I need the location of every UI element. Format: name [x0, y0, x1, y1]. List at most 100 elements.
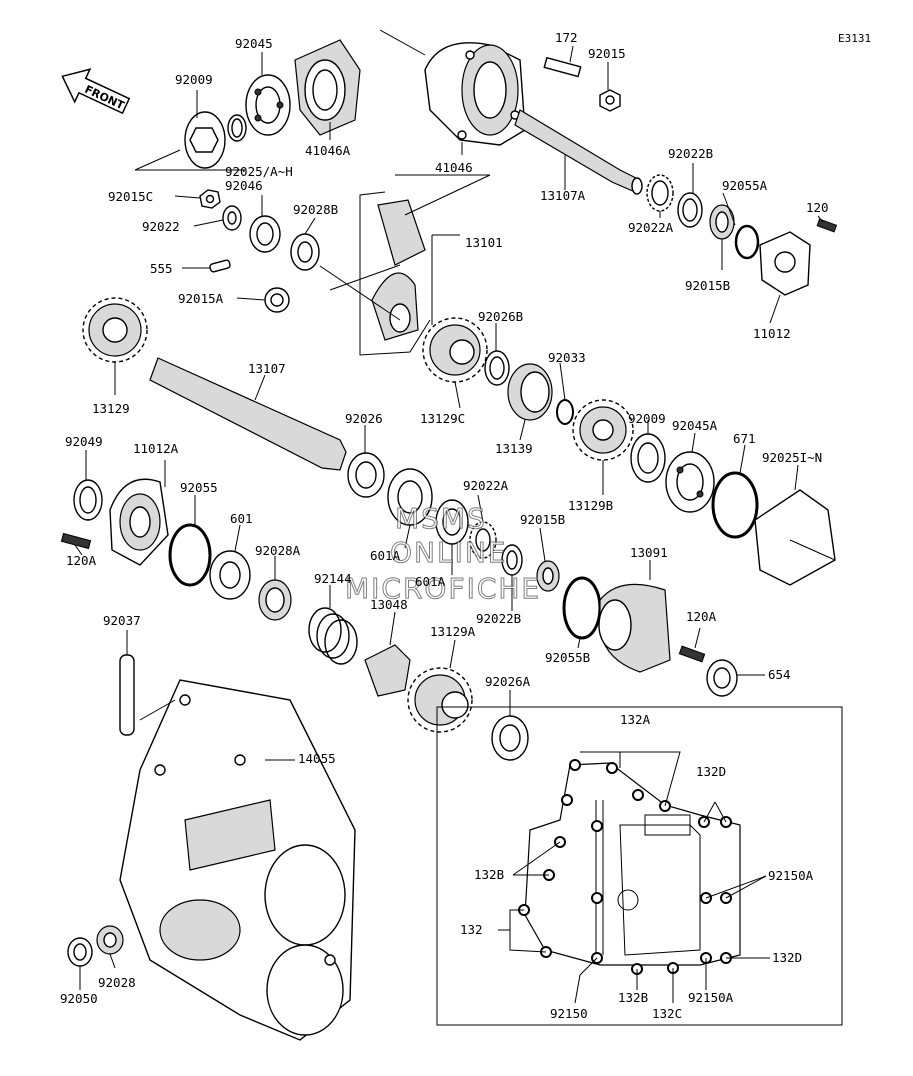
front-arrow-icon: FRONT [61, 68, 131, 115]
label-92026: 92026 [345, 411, 383, 426]
bearing-601A-b [435, 499, 469, 545]
housing-41046 [424, 42, 526, 146]
label-132Db: 132D [772, 950, 802, 965]
label-92045: 92045 [235, 36, 273, 51]
nut-92015 [599, 89, 621, 112]
shifter-13048 [364, 644, 411, 697]
label-92055B: 92055B [545, 650, 590, 665]
label-92150A: 92150A [768, 868, 814, 883]
label-92150: 92150 [550, 1006, 588, 1021]
circlip-92033 [556, 399, 574, 425]
collar-92028A [258, 579, 292, 621]
label-601A: 601A [370, 548, 401, 563]
label-13107: 13107 [248, 361, 286, 376]
bolt-120A-b [678, 645, 706, 663]
o-ring-92055 [168, 523, 212, 587]
label-132B: 132B [474, 867, 504, 882]
nut-92015C [199, 189, 221, 209]
cover-11012A [109, 478, 169, 566]
gear-13129A [407, 667, 473, 733]
label-92050: 92050 [60, 991, 98, 1006]
ring-gear-92022A [646, 174, 674, 212]
label-92055: 92055 [180, 480, 218, 495]
label-13129: 13129 [92, 401, 130, 416]
label-172: 172 [555, 30, 578, 45]
label-132C: 132C [652, 1006, 682, 1021]
gasket-92025IN [754, 489, 836, 586]
shaft-13107A [514, 109, 643, 195]
o-ring-92055A [734, 224, 760, 260]
washer-92026B [484, 350, 510, 386]
bearing-92026 [347, 452, 385, 498]
gear-13129 [82, 297, 148, 363]
label-120A: 120A [66, 553, 97, 568]
circlip-92025 [227, 114, 247, 142]
housing-41046A [294, 39, 361, 136]
inset-box [436, 706, 843, 1026]
label-92037: 92037 [103, 613, 141, 628]
part-labels: 172 92015 92045 92009 41046A 41046 92025… [60, 30, 829, 1021]
bearing-92045A [665, 451, 715, 513]
label-601: 601 [230, 511, 253, 526]
label-132D: 132D [696, 764, 726, 779]
label-92015Bb: 92015B [520, 512, 565, 527]
label-13139: 13139 [495, 441, 533, 456]
pin-555 [209, 259, 231, 273]
ring-gear-92022A-b [469, 521, 497, 559]
label-92022B: 92022B [668, 146, 713, 161]
label-13048: 13048 [370, 597, 408, 612]
label-654: 654 [768, 667, 791, 682]
bolt-pattern-inset [498, 751, 770, 1004]
label-92025IN: 92025I~N [762, 450, 822, 465]
bolt-120A [60, 532, 92, 550]
label-92045A: 92045A [672, 418, 718, 433]
label-41046A: 41046A [305, 143, 351, 158]
stud-172 [543, 56, 582, 78]
label-13129C: 13129C [420, 411, 465, 426]
gear-13129C [422, 317, 488, 383]
pin-92037 [119, 654, 135, 736]
label-92028: 92028 [98, 975, 136, 990]
label-92144: 92144 [314, 571, 352, 586]
label-132Bb: 132B [618, 990, 648, 1005]
washer-92022B-b [501, 544, 523, 576]
label-13091: 13091 [630, 545, 668, 560]
label-13129A: 13129A [430, 624, 476, 639]
o-ring-671 [711, 471, 759, 539]
label-13101: 13101 [465, 235, 503, 250]
label-120Ab: 120A [686, 609, 717, 624]
label-92015A: 92015A [178, 291, 224, 306]
shaft-13107 [149, 357, 347, 471]
label-92022: 92022 [142, 219, 180, 234]
label-92009: 92009 [175, 72, 213, 87]
seal-92049 [73, 479, 103, 521]
label-14055: 14055 [298, 751, 336, 766]
label-11012: 11012 [753, 326, 791, 341]
seal-92050 [67, 937, 93, 967]
label-120: 120 [806, 200, 829, 215]
label-92028A: 92028A [255, 543, 301, 558]
seal-92009 [184, 111, 226, 169]
label-92022Ab: 92022A [463, 478, 509, 493]
label-671: 671 [733, 431, 756, 446]
washer-92022 [222, 205, 242, 231]
cover-11012 [759, 231, 811, 296]
seal-92009-b [630, 433, 666, 483]
bearing-92026A [491, 715, 529, 761]
label-13129B: 13129B [568, 498, 613, 513]
label-92026B: 92026B [478, 309, 523, 324]
label-92025AH: 92025/A~H [225, 164, 293, 179]
label-92015B: 92015B [685, 278, 730, 293]
label-92022Bb: 92022B [476, 611, 521, 626]
gear-13129B [572, 399, 634, 461]
bolt-120 [816, 218, 838, 233]
label-92049: 92049 [65, 434, 103, 449]
label-92022A: 92022A [628, 220, 674, 235]
nut-92015A [264, 287, 290, 313]
nut-92015B-b [536, 560, 560, 592]
label-132: 132 [460, 922, 483, 937]
spring-92144 [308, 607, 358, 665]
bearing-92045 [245, 74, 291, 136]
